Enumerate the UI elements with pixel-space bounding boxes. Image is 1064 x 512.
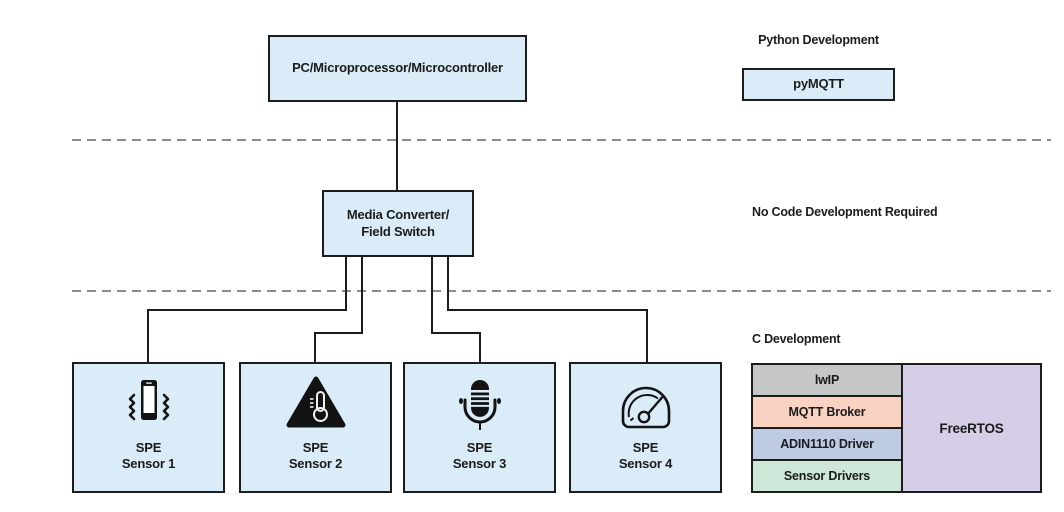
sensor-3-label: SPE Sensor 3 (452, 440, 507, 472)
sensor-1-label: SPE Sensor 1 (121, 440, 176, 472)
temperature-warning-icon (284, 371, 348, 437)
stack-row-mqtt-broker: MQTT Broker (751, 395, 903, 429)
stack-row-lwip: lwIP (751, 363, 903, 397)
no-code-development-label: No Code Development Required (752, 205, 938, 219)
python-development-title: Python Development (758, 33, 879, 47)
spe-sensor-1-box: SPE Sensor 1 (72, 362, 225, 493)
sensor-4-label: SPE Sensor 4 (618, 440, 673, 472)
sensor-2-label: SPE Sensor 2 (288, 440, 343, 472)
media-converter-box: Media Converter/ Field Switch (322, 190, 474, 257)
connector-switch-sensor3 (431, 257, 481, 363)
media-converter-label: Media Converter/ Field Switch (346, 206, 450, 239)
pymqtt-label: pyMQTT (793, 76, 844, 92)
c-development-title: C Development (752, 332, 841, 346)
gauge-icon (614, 371, 678, 437)
stack-row-sensor-drivers: Sensor Drivers (751, 459, 903, 493)
connector-switch-sensor4 (447, 257, 648, 363)
pc-box: PC/Microprocessor/Microcontroller (268, 35, 527, 102)
pymqtt-box: pyMQTT (742, 68, 895, 101)
connector-switch-sensor1 (147, 257, 347, 363)
microphone-icon (448, 371, 512, 437)
vibration-phone-icon (117, 371, 181, 437)
stack-row-adin1110-driver: ADIN1110 Driver (751, 427, 903, 461)
connector-switch-sensor2 (314, 257, 363, 363)
pc-box-label: PC/Microprocessor/Microcontroller (292, 60, 503, 76)
spe-sensor-4-box: SPE Sensor 4 (569, 362, 722, 493)
freertos-box: FreeRTOS (901, 363, 1042, 493)
spe-sensor-2-box: SPE Sensor 2 (239, 362, 392, 493)
spe-sensor-3-box: SPE Sensor 3 (403, 362, 556, 493)
